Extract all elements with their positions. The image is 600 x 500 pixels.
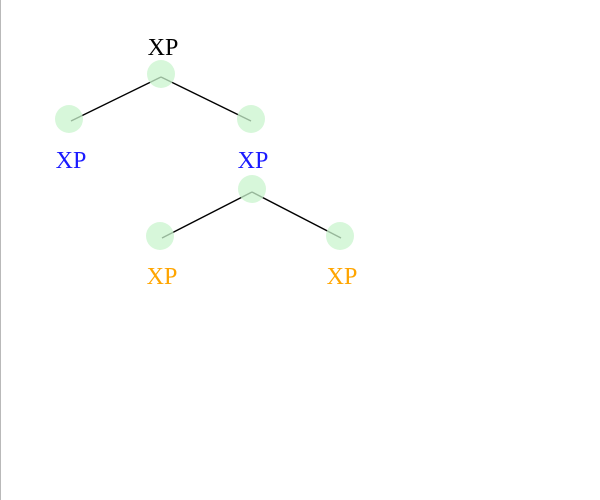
node-right-label[interactable]: XP <box>238 148 269 174</box>
rightleft-top-handle[interactable] <box>146 222 174 250</box>
right-bottom-handle[interactable] <box>238 175 266 203</box>
edge-right-rightright <box>251 191 342 239</box>
edge-root-left <box>70 76 162 122</box>
node-left-label[interactable]: XP <box>56 148 87 174</box>
left-top-handle[interactable] <box>55 105 83 133</box>
root-bottom-handle[interactable] <box>147 60 175 88</box>
right-top-handle[interactable] <box>237 105 265 133</box>
left-border <box>0 0 1 500</box>
edge-root-right <box>160 76 252 122</box>
node-root-label[interactable]: XP <box>148 35 179 61</box>
rightright-top-handle[interactable] <box>326 222 354 250</box>
node-right-right-label[interactable]: XP <box>327 264 358 290</box>
edge-right-rightleft <box>161 191 253 239</box>
node-right-left-label[interactable]: XP <box>147 264 178 290</box>
